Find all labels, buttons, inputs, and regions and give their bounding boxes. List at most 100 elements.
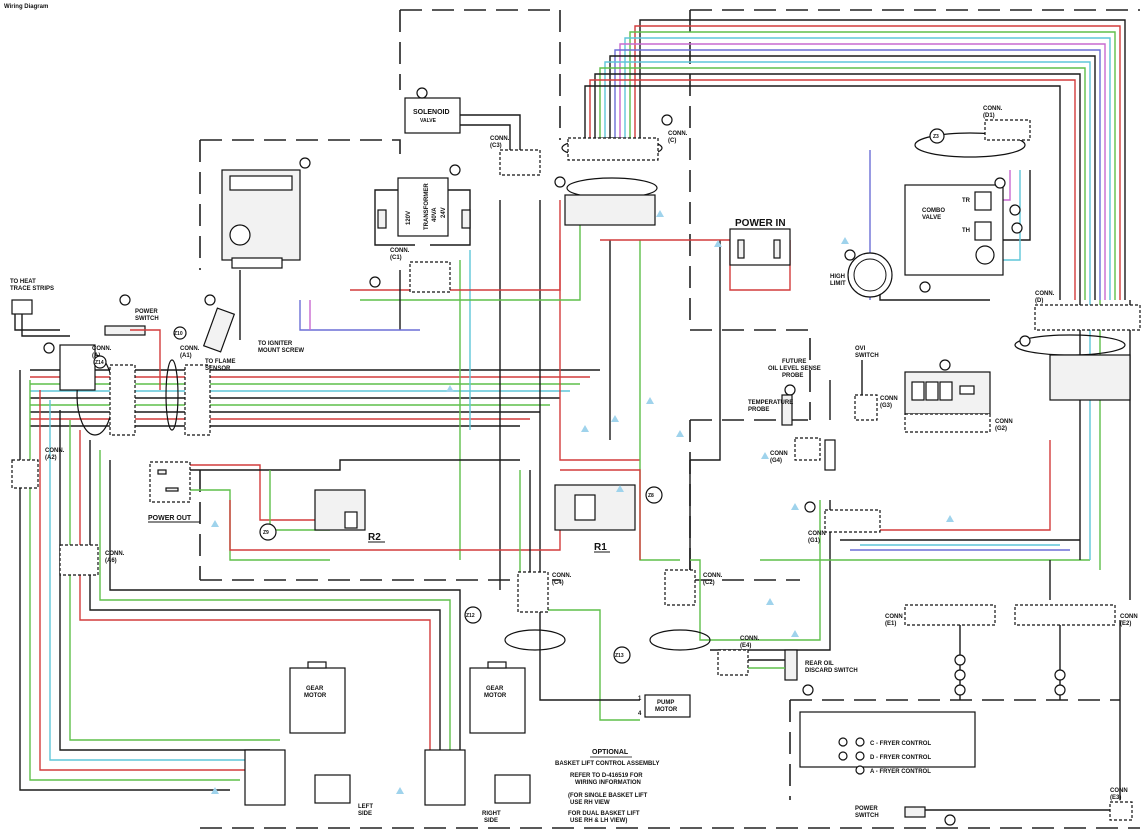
svg-text:LIMIT: LIMIT (830, 281, 846, 287)
svg-text:(A1): (A1) (180, 353, 192, 359)
conn-a-block: CONN. (A1) Z10 (109, 326, 211, 436)
svg-text:PROBE: PROBE (748, 407, 769, 413)
conn-g1: CONN (G1) (804, 501, 881, 544)
svg-text:Z3: Z3 (933, 134, 939, 140)
svg-text:CONN.: CONN. (92, 346, 112, 352)
conn-c: CONN. (C) (554, 114, 688, 226)
svg-text:(A2): (A2) (45, 455, 57, 461)
power-in: POWER IN (729, 218, 791, 266)
svg-text:REAR OIL: REAR OIL (805, 661, 834, 667)
svg-text:(FOR SINGLE BASKET LIFT: (FOR SINGLE BASKET LIFT (568, 793, 648, 799)
control-board: CONN (G2) (904, 359, 1013, 433)
svg-text:(E2): (E2) (1120, 621, 1131, 627)
power-switch-bottom: POWER SWITCH CONN (E3) (855, 788, 1133, 826)
svg-text:POWER IN: POWER IN (735, 218, 786, 229)
svg-text:CONN: CONN (885, 614, 903, 620)
conn-c2: CONN. (C2) (664, 569, 723, 606)
svg-text:CONN: CONN (995, 419, 1013, 425)
combo-valve: COMBO VALVE TR TH (904, 177, 1023, 293)
svg-text:(D): (D) (1035, 298, 1043, 304)
svg-text:CONN: CONN (1120, 614, 1138, 620)
conn-g4: CONN (G4) (770, 437, 821, 464)
flame-sensor: TO FLAME SENSOR TO IGNITER MOUNT SCREW (202, 270, 304, 372)
svg-text:(C2): (C2) (703, 580, 715, 586)
svg-text:(E3): (E3) (1110, 795, 1121, 801)
conn-a2: CONN. (A2) (11, 448, 65, 489)
svg-text:BASKET LIFT CONTROL ASSEMBLY: BASKET LIFT CONTROL ASSEMBLY (555, 761, 659, 767)
oil-level-probe: FUTURE OIL LEVEL SENSE PROBE (768, 359, 836, 471)
svg-text:Z10: Z10 (174, 331, 183, 337)
svg-text:RIGHT: RIGHT (482, 811, 501, 817)
svg-text:POWER: POWER (135, 309, 158, 315)
svg-text:GEAR: GEAR (306, 686, 324, 692)
conn-e4: CONN. (E4) REAR OIL DISCARD SWITCH (717, 636, 858, 696)
svg-text:REFER TO D-416519 FOR: REFER TO D-416519 FOR (570, 773, 643, 779)
svg-text:R2: R2 (368, 532, 381, 543)
svg-text:Z12: Z12 (466, 613, 475, 619)
svg-text:VALVE: VALVE (922, 215, 941, 221)
svg-text:(A6): (A6) (105, 558, 117, 564)
svg-text:(C4): (C4) (552, 580, 564, 586)
pump-motor: PUMP MOTOR 1 4 (638, 694, 691, 718)
svg-text:TRACE STRIPS: TRACE STRIPS (10, 286, 54, 292)
svg-text:CONN.: CONN. (390, 248, 410, 254)
svg-text:SWITCH: SWITCH (135, 316, 159, 322)
svg-text:USE RH & LH VIEW): USE RH & LH VIEW) (570, 818, 627, 824)
conn-c1: CONN. (C1) (369, 248, 451, 293)
svg-text:MOTOR: MOTOR (304, 693, 327, 699)
svg-text:OVI: OVI (855, 346, 866, 352)
svg-text:CONN.: CONN. (668, 131, 688, 137)
svg-text:SENSOR: SENSOR (205, 366, 231, 372)
conn-d: CONN. (D) (1019, 291, 1141, 401)
svg-text:SIDE: SIDE (484, 818, 498, 824)
power-switch-top: POWER SWITCH (104, 294, 161, 390)
connector-markers (954, 654, 1066, 696)
svg-text:CONN.: CONN. (490, 136, 510, 142)
conn-d1: CONN. (D1) Z3 (929, 106, 1031, 144)
svg-text:(G1): (G1) (808, 538, 820, 544)
high-limit: HIGH LIMIT (830, 249, 893, 298)
conn-a: CONN. (A) Z14 (43, 342, 112, 391)
temperature-probe: TEMPERATURE PROBE (748, 384, 796, 426)
svg-text:CONN: CONN (1110, 788, 1128, 794)
svg-text:SOLENOID: SOLENOID (413, 109, 450, 116)
heat-trace-strips: TO HEAT TRACE STRIPS (10, 279, 70, 337)
bundle-markers: Z12 Z13 (464, 606, 631, 664)
svg-text:CONN: CONN (880, 396, 898, 402)
svg-text:120V: 120V (406, 211, 412, 225)
svg-text:USE RH VIEW: USE RH VIEW (570, 800, 610, 806)
svg-text:24V: 24V (441, 207, 447, 218)
svg-text:CONN.: CONN. (983, 106, 1003, 112)
caution-markers (211, 210, 954, 794)
svg-text:GEAR: GEAR (486, 686, 504, 692)
title: Wiring Diagram (4, 4, 48, 10)
svg-text:CONN.: CONN. (740, 636, 760, 642)
svg-text:VALVE: VALVE (420, 118, 437, 124)
svg-text:CONN.: CONN. (45, 448, 65, 454)
relay-r2: R2 Z9 (259, 489, 385, 543)
svg-text:(E1): (E1) (885, 621, 896, 627)
svg-text:(A): (A) (92, 353, 100, 359)
conn-a6: CONN. (A6) (59, 544, 125, 576)
svg-text:TEMPERATURE: TEMPERATURE (748, 400, 793, 406)
svg-text:C - FRYER CONTROL: C - FRYER CONTROL (870, 741, 931, 747)
svg-text:Z14: Z14 (95, 360, 104, 366)
svg-text:SWITCH: SWITCH (855, 353, 879, 359)
svg-text:OPTIONAL: OPTIONAL (592, 749, 629, 756)
svg-text:CONN.: CONN. (1035, 291, 1055, 297)
svg-text:(C): (C) (668, 138, 676, 144)
svg-text:D - FRYER CONTROL: D - FRYER CONTROL (870, 755, 931, 761)
ignition-module (221, 157, 311, 269)
conn-e2: CONN (E2) (1014, 604, 1138, 627)
svg-text:WIRING INFORMATION: WIRING INFORMATION (575, 780, 641, 786)
fryer-control-legend: C - FRYER CONTROL D - FRYER CONTROL A - … (799, 711, 976, 775)
svg-text:CONN.: CONN. (180, 346, 200, 352)
svg-text:TO HEAT: TO HEAT (10, 279, 36, 285)
svg-text:A - FRYER CONTROL: A - FRYER CONTROL (870, 769, 931, 775)
optional-notes: OPTIONAL BASKET LIFT CONTROL ASSEMBLY RE… (555, 749, 659, 824)
svg-text:(G3): (G3) (880, 403, 892, 409)
svg-text:Z9: Z9 (263, 530, 269, 536)
svg-text:TH: TH (962, 228, 970, 234)
wire-harness (19, 19, 1131, 800)
